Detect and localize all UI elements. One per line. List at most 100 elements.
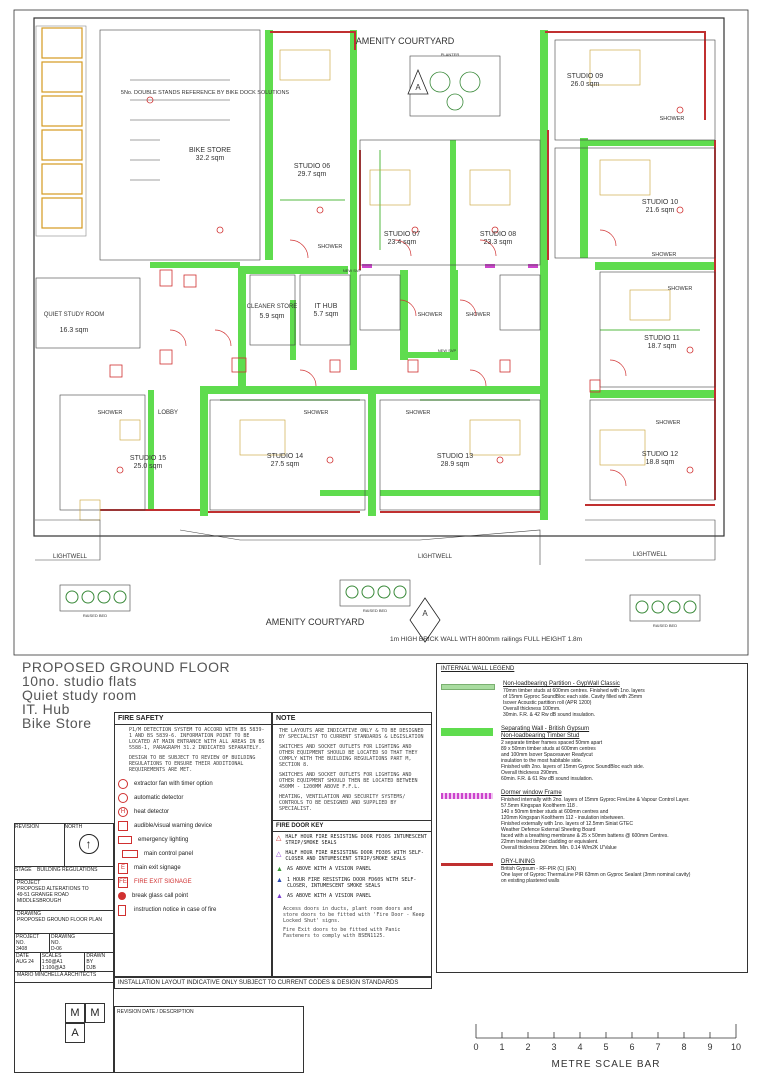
room-name-studio-13: STUDIO 13 <box>437 453 473 460</box>
lightwell-right: LIGHTWELL <box>633 552 668 558</box>
notes-heading: NOTE <box>273 713 431 725</box>
drawn-value: DJB <box>86 965 96 971</box>
extractor-fan-icon <box>118 779 128 789</box>
fd30s-icon: △ <box>276 851 282 858</box>
legend-line: 57.5mm Kingspan Kooltherm 118 . <box>501 803 578 809</box>
room-name-studio-09: STUDIO 09 <box>567 73 603 80</box>
planter-label: PLANTER <box>441 52 460 57</box>
room-area-bike-store: 32.2 sqm <box>196 155 225 162</box>
project-row: PROJECT PROPOSED ALTERATIONS TO 49-51 GR… <box>15 880 113 911</box>
fire-item-label: main exit signage <box>134 864 181 871</box>
fire-door-label: AS ABOVE WITH A VISION PANEL <box>286 893 372 899</box>
scale-tick-label: 9 <box>707 1042 712 1052</box>
fire-item-label: emergency lighting <box>138 836 189 843</box>
fire-item: main control panel <box>118 847 268 861</box>
shower-label-12: SHOWER <box>656 420 681 426</box>
internal-linework <box>35 29 716 511</box>
shower-label-15: SHOWER <box>98 410 123 416</box>
practice-address-block <box>15 983 61 1063</box>
raised-beds <box>59 579 701 622</box>
fire-door-key: FIRE DOOR KEY △ HALF HOUR FIRE RESISTING… <box>273 820 431 939</box>
fire-symbols <box>109 96 694 474</box>
note-line: SWITCHES AND SOCKET OUTLETS FOR LIGHTING… <box>279 772 418 790</box>
stage-label: STAGE <box>15 867 32 873</box>
amenity-courtyard-bottom: AMENITY COURTYARD <box>266 617 365 627</box>
practice-name: MARIO MINCHELLA ARCHITECTS <box>15 972 113 983</box>
drawing-title: PROPOSED GROUND FLOOR 10no. studio flats… <box>22 660 262 730</box>
fire-door-item: △ HALF HOUR FIRE RESISTING DOOR FD30S WI… <box>273 848 431 864</box>
room-name-studio-07: STUDIO 07 <box>384 231 420 238</box>
shower-label-08: SHOWER <box>466 312 491 318</box>
legend-line: Overall thickness 290mm. Min. 0.14 W/m2K… <box>501 845 617 851</box>
room-area-studio-11: 18.7 sqm <box>648 343 677 350</box>
room-name-bike-store: BIKE STORE <box>189 147 231 154</box>
shower-label-11: SHOWER <box>668 286 693 292</box>
fire-door-item: △ HALF HOUR FIRE RESISTING DOOR FD30S IN… <box>273 832 431 848</box>
scale-tick-label: 6 <box>629 1042 634 1052</box>
project-no-cell: PROJECT NO. 3408 <box>15 934 50 952</box>
room-area-cleaner-store: 5.9 sqm <box>260 313 285 320</box>
section-marker-top <box>407 68 429 95</box>
legend-line: 120mm Kingspan Kooltherm 112 - insulatio… <box>501 815 625 821</box>
scale-tick-label: 0 <box>473 1042 478 1052</box>
room-area-studio-09: 26.0 sqm <box>571 81 600 88</box>
legend-line: Weather Defence External Sheeting Board <box>501 827 596 833</box>
fire-safety-heading: FIRE SAFETY <box>115 713 271 725</box>
legend-line: Overall thickness 100mm. <box>503 706 561 712</box>
section-marker-top-label: A <box>415 83 421 92</box>
fire-item: H heat detector <box>118 805 268 819</box>
revision-strip: REVISION DATE / DESCRIPTION <box>114 1006 304 1073</box>
room-name-quiet-study: QUIET STUDY ROOM <box>44 312 104 318</box>
legend-title: Separating Wall - British Gypsum <box>501 726 590 732</box>
break-glass-icon <box>118 892 126 900</box>
drawing-no-value: D-06 <box>51 946 62 952</box>
date-value: AUG 24 <box>16 959 34 965</box>
scale-tick-label: 10 <box>731 1042 741 1052</box>
fd30-icon: △ <box>276 835 282 842</box>
scale-tick-label: 3 <box>551 1042 556 1052</box>
logo-letter-a: A <box>65 1023 85 1043</box>
legend-line: 30min. F.R. & 42 Rw dB sound insulation. <box>503 712 595 718</box>
legend-line: 140 x 50mm timber studs at 600mm centres… <box>501 809 609 815</box>
legend-entry-separating: Separating Wall - British Gypsum Non-loa… <box>437 718 747 782</box>
door-note: Access doors in ducts, plant room doors … <box>283 906 425 924</box>
fd30s-vision-icon: ▲ <box>276 866 283 873</box>
logo-row: M M A <box>15 983 113 1063</box>
room-area-studio-08: 23.3 sqm <box>484 239 513 246</box>
legend-line: Finished internally with 2no. layers of … <box>501 797 690 803</box>
bike-lockers <box>35 25 87 237</box>
fire-safety-list: extractor fan with timer option automati… <box>115 773 271 917</box>
fire-item: instruction notice in case of fire <box>118 903 268 917</box>
date-cell: DATE AUG 24 <box>15 953 41 971</box>
shower-label-10: SHOWER <box>652 252 677 258</box>
note-line: THE LAYOUTS ARE INDICATIVE ONLY & TO BE … <box>279 728 424 740</box>
fire-item-label: FIRE EXIT SIGNAGE <box>134 878 192 885</box>
project-no-label: PROJECT NO. <box>16 934 40 946</box>
fire-door-item: ▲ AS ABOVE WITH A VISION PANEL <box>273 891 431 902</box>
fire-item: automatic detector <box>118 791 268 805</box>
building-outline <box>33 17 725 537</box>
lightwell-left: LIGHTWELL <box>53 554 88 560</box>
dry-lining-swatch <box>441 863 493 866</box>
stage-row: STAGE BUILDING REGULATIONS <box>15 867 113 880</box>
legend-line: British Gypsum - RF-PIR (C) (EN) <box>501 866 576 872</box>
room-area-studio-15: 25.0 sqm <box>134 463 163 470</box>
fd60-vision-icon: ▲ <box>276 893 283 900</box>
stage-value: BUILDING REGULATIONS <box>37 867 98 873</box>
wall-legend-heading: INTERNAL WALL LEGEND <box>441 666 515 672</box>
room-name-cleaner-store: CLEANER STORE <box>247 304 298 310</box>
fire-door-heading: FIRE DOOR KEY <box>273 821 431 832</box>
room-area-studio-07: 23.4 sqm <box>388 239 417 246</box>
legend-line: Finished externally with 1no. layers of … <box>501 821 633 827</box>
drawing-no-label: DRAWING NO. <box>51 934 75 946</box>
shower-label-13: SHOWER <box>406 410 431 416</box>
door-swings <box>169 229 627 487</box>
metre-scale-bar: 0 1 2 3 4 5 6 7 8 9 10 METRE SCALE BAR <box>473 1024 741 1070</box>
scale-tick-label: 1 <box>499 1042 504 1052</box>
fire-door-label: 1 HOUR FIRE RESISTING DOOR FD60S WITH SE… <box>286 877 417 889</box>
legend-line: 22mm treated timber cladding or equivale… <box>501 839 599 845</box>
room-area-studio-06: 29.7 sqm <box>298 171 327 178</box>
fire-door-label: AS ABOVE WITH A VISION PANEL <box>286 866 372 872</box>
legend-line: insulation to the most habitable side. <box>501 758 582 764</box>
room-name-studio-12: STUDIO 12 <box>642 451 678 458</box>
